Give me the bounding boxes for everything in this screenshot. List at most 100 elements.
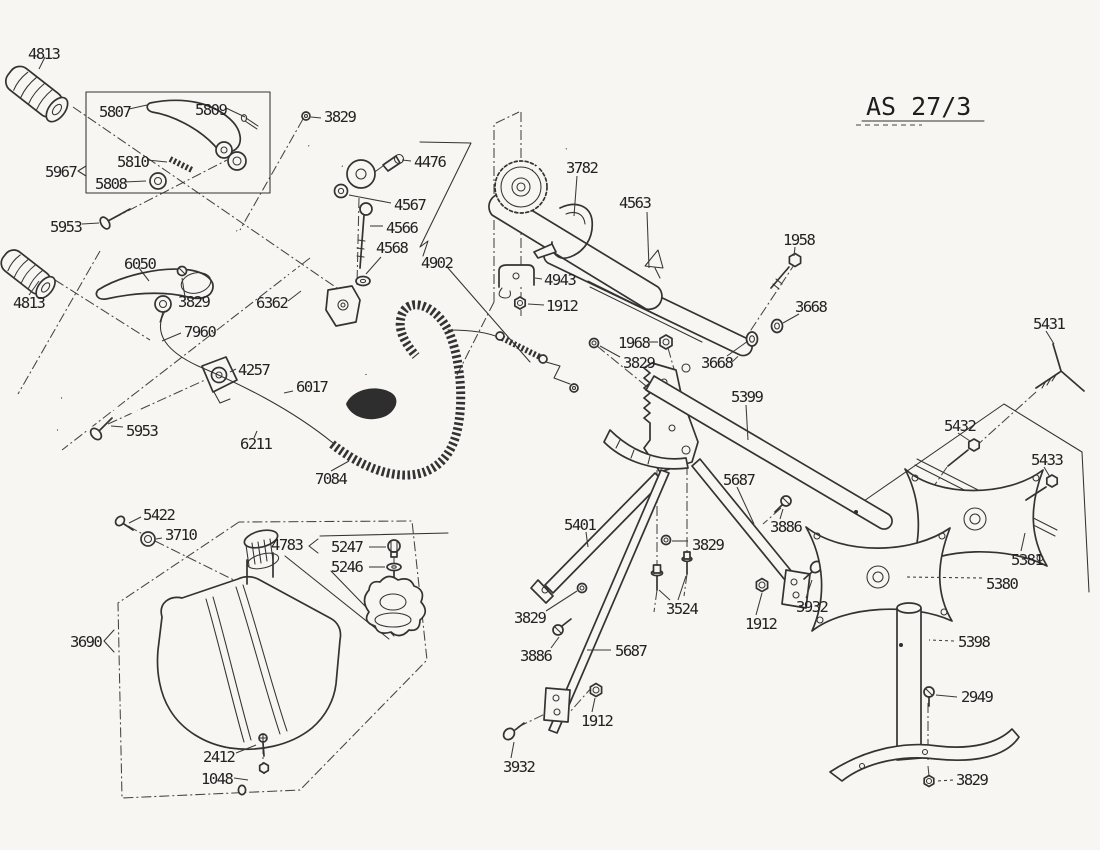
tank-assembly (114, 515, 427, 796)
leader-line (793, 246, 796, 257)
part-label-3524: 3524 (666, 600, 698, 618)
leg-5687-upper (691, 458, 811, 609)
assembly-box-5967 (85, 91, 271, 194)
leader-line (138, 267, 150, 282)
leader-line (591, 697, 596, 713)
leader-line (658, 589, 671, 601)
fuel-tank-3690 (156, 575, 342, 751)
part-label-5810: 5810 (117, 153, 149, 171)
sprocket (494, 147, 567, 214)
part-label-3829: 3829 (178, 293, 210, 311)
part-label-3932: 3932 (503, 758, 535, 776)
handle-grip-left (0, 249, 56, 300)
brace-5967 (77, 165, 87, 177)
part-label-5380: 5380 (986, 575, 1018, 593)
leader-line (1020, 532, 1026, 552)
screw-2412 (258, 733, 268, 757)
leader-line (81, 222, 100, 225)
mount-saddle (346, 388, 397, 420)
t-handle-5431 (1035, 343, 1085, 392)
leader-line (283, 390, 294, 394)
part-label-5398: 5398 (958, 633, 990, 651)
leader-line (646, 211, 650, 269)
leader-line (28, 280, 40, 296)
bolt-5432 (947, 438, 981, 467)
braces (77, 165, 319, 653)
leader-line (510, 741, 515, 759)
group-boundaries (85, 91, 1090, 799)
leader-line (935, 694, 958, 698)
part-label-1968: 1968 (618, 334, 650, 352)
leader-line (1043, 466, 1051, 478)
bolt-3932-bottom (502, 722, 525, 741)
part-label-4783: 4783 (271, 536, 303, 554)
part-label-4567: 4567 (394, 196, 426, 214)
ring-3710 (140, 531, 156, 547)
washer-3668-b (745, 331, 759, 347)
leader-line (128, 516, 142, 524)
bushing-5808 (149, 172, 167, 190)
part-label-3829: 3829 (956, 771, 988, 789)
throttle-lever-assembly (99, 99, 259, 230)
part-label-6211: 6211 (240, 435, 272, 453)
fitting-1048 (237, 762, 270, 796)
part-label-1048: 1048 (201, 770, 233, 788)
part-label-5433: 5433 (1031, 451, 1063, 469)
roller-lever-assembly (301, 111, 405, 287)
leader-line (745, 404, 749, 441)
screw-3886-right (774, 495, 792, 513)
drive-tube-assembly (488, 147, 753, 357)
part-label-4902: 4902 (421, 254, 453, 272)
part-label-3690: 3690 (70, 633, 102, 651)
leader-line (1045, 330, 1055, 345)
leader-line (957, 432, 971, 442)
bolts-3524 (650, 551, 693, 591)
part-label-5687: 5687 (615, 642, 647, 660)
pin-5809 (244, 117, 259, 130)
wing-bolt-4476 (382, 153, 405, 172)
drawing-title: AS 27/3 (866, 92, 971, 121)
leader-line (550, 636, 560, 649)
leader-line (585, 531, 589, 548)
frame-knuckle (603, 362, 699, 473)
washer-4568 (355, 275, 371, 287)
part-label-5381: 5381 (1011, 551, 1043, 569)
leader-line (905, 576, 983, 579)
part-label-5807: 5807 (99, 103, 131, 121)
part-label-4568: 4568 (376, 239, 408, 257)
washer-3829-d (576, 582, 588, 594)
brace-3690 (103, 629, 115, 653)
part-label-5432: 5432 (944, 417, 976, 435)
part-label-5808: 5808 (95, 175, 127, 193)
part-label-5247: 5247 (331, 538, 363, 556)
leader-line (146, 159, 168, 163)
mount-plate-4902 (325, 285, 361, 327)
leader-line (599, 345, 621, 358)
cap-nut-5247 (387, 539, 401, 558)
rosette-cap-4783 (363, 575, 427, 637)
part-label-3886: 3886 (520, 647, 552, 665)
brace-4783 (308, 538, 319, 554)
part-label-3668: 3668 (795, 298, 827, 316)
nut-1912-d (589, 682, 603, 698)
leader-line (779, 508, 784, 520)
post-5398 (896, 607, 922, 761)
part-label-4257: 4257 (238, 361, 270, 379)
leader-line (573, 175, 578, 217)
handlebar-tubes (57, 229, 649, 466)
leader-line (348, 194, 392, 204)
leader-line (123, 180, 147, 183)
leader-line (225, 107, 246, 118)
part-label-5953: 5953 (50, 218, 82, 236)
curved-arm (603, 429, 689, 470)
part-label-6017: 6017 (296, 378, 328, 396)
leader-line (936, 779, 954, 782)
leader-line (365, 256, 382, 275)
clip-4943 (498, 264, 535, 299)
leader-line (310, 116, 322, 119)
nut-1912-mid (513, 296, 527, 310)
part-label-3829: 3829 (692, 536, 724, 554)
post-assembly (829, 602, 1020, 788)
part-label-5809: 5809 (195, 101, 227, 119)
leader-line (736, 486, 755, 525)
